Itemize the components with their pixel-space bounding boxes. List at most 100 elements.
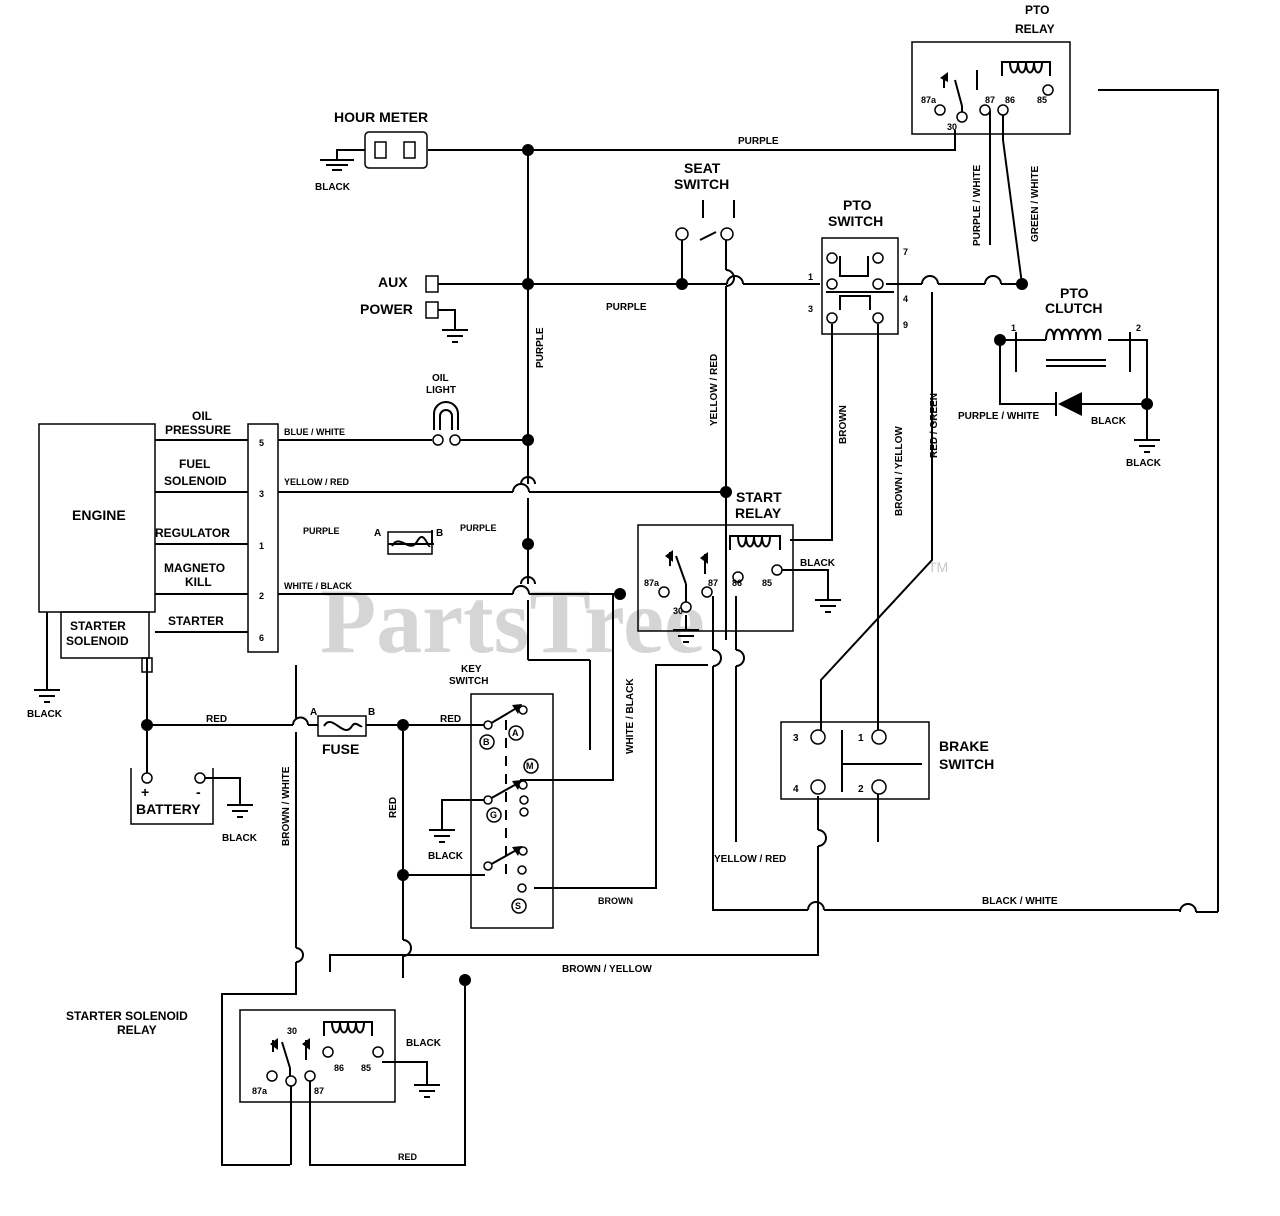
fuel-solenoid-label-1: FUEL xyxy=(179,457,210,471)
battery-minus-terminal xyxy=(194,772,206,784)
starter-label: STARTER xyxy=(168,614,224,628)
battery-minus: - xyxy=(196,784,201,800)
key-switch-box xyxy=(470,693,554,929)
ssr-pin-label: 87 xyxy=(314,1086,324,1096)
diode-pin-b: B xyxy=(436,528,443,539)
pto-relay-pin-label: 86 xyxy=(1005,95,1015,105)
brake-switch: 3 1 4 2 BRAKE SWITCH xyxy=(780,721,994,800)
ssr-coil xyxy=(323,1021,373,1036)
pto-relay-pin-label: 30 xyxy=(947,122,957,132)
junction-dot xyxy=(459,974,471,986)
wire-label: PURPLE xyxy=(460,523,497,533)
key-terminal-label: G xyxy=(490,810,497,820)
wire-label: BROWN xyxy=(598,896,633,906)
wire-crossover-magneto xyxy=(512,585,530,595)
ssr-title-1: STARTER SOLENOID xyxy=(66,1009,188,1023)
wire-red-bottom xyxy=(309,980,466,1166)
pto-relay-title-2: RELAY xyxy=(1015,22,1055,36)
wire-label: BLACK xyxy=(428,851,464,862)
connector-pin: 1 xyxy=(259,541,264,551)
wire-green-white xyxy=(1002,110,1023,285)
brake-switch-pin-label: 1 xyxy=(858,733,864,744)
wire-label: RED xyxy=(440,714,461,725)
pto-switch-terminal xyxy=(826,312,838,324)
wire-crossover-seat xyxy=(725,269,735,287)
diode-element xyxy=(391,536,431,548)
wire-labels: PURPLE PURPLE PURPLE PURPLE / WHITE GREE… xyxy=(206,136,1162,1162)
wire-crossover-yellow-red xyxy=(712,649,722,667)
wire-label: BLACK xyxy=(1091,416,1127,427)
pto-switch-terminal xyxy=(872,252,884,264)
brake-switch-title-2: SWITCH xyxy=(939,756,994,772)
wire-label: WHITE / BLACK xyxy=(625,678,636,754)
wire-crossover-fuel xyxy=(512,483,530,493)
aux-power: AUX POWER xyxy=(360,274,439,319)
start-relay-pin-86 xyxy=(732,571,744,583)
pto-clutch-pin-2: 2 xyxy=(1136,323,1141,333)
ground-symbol-ssr xyxy=(414,1084,440,1098)
brake-switch-pin-label: 3 xyxy=(793,733,799,744)
key-terminal-s xyxy=(511,898,527,914)
magneto-kill-label-2: KILL xyxy=(185,575,212,589)
pto-clutch: PTO CLUTCH 1 2 xyxy=(1010,285,1141,416)
pto-clutch-title-2: CLUTCH xyxy=(1045,300,1103,316)
ground-symbol-hour-meter xyxy=(320,159,354,171)
start-relay-pin-85 xyxy=(771,564,783,576)
key-terminal-label: M xyxy=(526,761,534,771)
wire-label: RED / GREEN xyxy=(929,393,940,458)
wire-crossover-red xyxy=(402,939,412,957)
wire-label: YELLOW / RED xyxy=(284,477,350,487)
junction-dot xyxy=(397,869,409,881)
pto-relay-pin-label: 87a xyxy=(921,95,937,105)
wire-label: YELLOW / RED xyxy=(709,354,720,426)
wire-label: PURPLE / WHITE xyxy=(958,411,1039,422)
wire-label: RED xyxy=(398,1152,418,1162)
seat-switch-terminal xyxy=(720,227,734,241)
wire-ssr-ground xyxy=(382,1061,428,1085)
pto-switch-title-2: SWITCH xyxy=(828,213,883,229)
ssr-arrow-icon xyxy=(302,1038,310,1050)
pto-relay-arrow-icon xyxy=(940,72,948,82)
wire-right-border xyxy=(1098,89,1219,912)
battery-ground-label: BLACK xyxy=(222,833,258,844)
start-relay-pin-30 xyxy=(680,601,692,613)
aux-terminal xyxy=(425,275,439,293)
wire-crossover-black-white xyxy=(807,901,1197,913)
battery-plus-terminal xyxy=(141,772,153,784)
pto-clutch-body xyxy=(1010,332,1135,372)
junction-dot xyxy=(720,486,732,498)
engine-title: ENGINE xyxy=(72,507,126,523)
starter-solenoid-block xyxy=(60,611,150,659)
pto-relay-pin-30 xyxy=(956,111,968,123)
start-relay-title-2: RELAY xyxy=(735,505,782,521)
regulator-label: REGULATOR xyxy=(155,526,230,540)
pto-switch-pin-label: 9 xyxy=(903,320,908,330)
ssr-box xyxy=(239,1009,396,1103)
seat-switch-terminal xyxy=(675,227,689,241)
oil-light: OIL LIGHT xyxy=(426,373,461,446)
watermark-tm: TM xyxy=(928,559,948,575)
ssr-pin-label: 86 xyxy=(334,1063,344,1073)
key-terminal-b xyxy=(479,734,495,750)
ground-symbol-battery xyxy=(227,804,253,818)
fuse-title: FUSE xyxy=(322,741,359,757)
start-relay-coil xyxy=(729,535,781,550)
start-relay-arrow-icon xyxy=(700,552,708,564)
pto-relay-pin-label: 85 xyxy=(1037,95,1047,105)
pto-switch-pin-label: 1 xyxy=(808,272,813,282)
pto-relay-contacts xyxy=(943,70,978,115)
wire-black-white-bottom xyxy=(824,909,1218,913)
wire-key-ground xyxy=(441,799,488,830)
wire-start-relay-ground xyxy=(777,569,829,600)
wire-brown-yellow-bottom xyxy=(329,796,819,972)
connector-pin: 3 xyxy=(259,489,264,499)
oil-pressure-label-1: OIL xyxy=(192,409,212,423)
pto-clutch-coil xyxy=(1045,328,1102,341)
ground-symbol-engine xyxy=(34,689,60,703)
hour-meter: HOUR METER BLACK xyxy=(315,109,428,193)
engine-ground-label: BLACK xyxy=(27,709,63,720)
magneto-kill-label-1: MAGNETO xyxy=(164,561,225,575)
start-relay-pin-label: 87 xyxy=(708,578,718,588)
engine: ENGINE STARTER SOLENOID BLACK OIL PRESSU… xyxy=(27,409,279,720)
